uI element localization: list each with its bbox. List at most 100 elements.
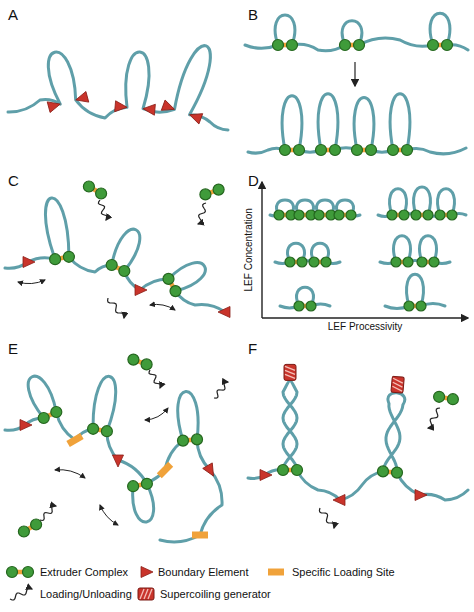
diffusion-arrow — [55, 470, 85, 478]
extruder-subunit — [273, 40, 284, 51]
loading-arrow — [98, 200, 107, 220]
boundary-element — [141, 567, 153, 578]
extruder-subunit — [402, 145, 413, 156]
boundary-arrow — [74, 91, 88, 105]
extruder-subunit — [192, 434, 203, 445]
legend-text: Supercoiling generator — [160, 588, 271, 601]
extruder-subunit — [416, 301, 426, 311]
extruder-subunit — [434, 391, 445, 402]
chromatin-fiber — [5, 198, 225, 312]
extruder-subunit — [346, 210, 356, 220]
loading-site — [268, 569, 284, 576]
chromatin-fiber — [380, 236, 450, 264]
supercoiling-generator — [138, 588, 154, 600]
boundary-element — [135, 285, 147, 296]
panel-letter: B — [248, 6, 258, 23]
loading-arrow — [40, 506, 56, 521]
boundary-arrow — [135, 285, 147, 296]
extruder-subunit — [51, 407, 62, 418]
extruder-subunit — [388, 145, 399, 156]
extruder-subunit — [366, 145, 377, 156]
extruder-subunit — [297, 257, 307, 267]
extruder-subunit — [88, 423, 99, 434]
extruder-subunit — [119, 266, 130, 277]
extruder-subunit — [378, 466, 389, 477]
chromatin-fiber — [8, 46, 228, 130]
loading-arrow — [319, 508, 334, 528]
extruder-subunit — [435, 210, 445, 220]
extruder-subunit — [447, 210, 457, 220]
panel-letter: F — [248, 340, 257, 357]
extruder-subunit — [23, 567, 34, 578]
boundary-element — [415, 490, 427, 501]
boundary-arrow — [333, 495, 345, 506]
boundary-element — [260, 470, 272, 481]
axis-label: LEF Concentration — [243, 208, 255, 291]
diffusion-arrow — [145, 408, 168, 420]
supercoiling-generator — [284, 364, 296, 380]
legend-text: Boundary Element — [158, 566, 249, 579]
extruder-subunit — [309, 257, 319, 267]
boundary-element — [218, 307, 230, 318]
boundary-element — [23, 257, 35, 268]
diffusion-arrow — [100, 505, 118, 525]
extruder-subunit — [50, 254, 61, 265]
extruder-subunit — [399, 210, 409, 220]
extruder-subunit — [292, 465, 303, 476]
extruder-subunit — [7, 567, 18, 578]
extruder-subunit — [330, 145, 341, 156]
legend-text: Loading/Unloading — [40, 588, 132, 601]
extruder-subunit — [287, 40, 298, 51]
extruder-subunit — [141, 478, 152, 489]
extruder-subunit — [294, 145, 305, 156]
boundary-element — [203, 463, 219, 479]
extruder-subunit — [213, 184, 224, 195]
generator-coil — [144, 589, 148, 599]
loading-arrow — [214, 382, 228, 398]
chromatin-fiber — [280, 287, 330, 308]
boundary-arrow — [115, 101, 128, 113]
extruder-subunit — [334, 210, 344, 220]
loading-arrow — [149, 370, 161, 388]
extruder-subunit — [285, 257, 295, 267]
extruder-subunit — [392, 467, 403, 478]
extruder-subunit — [340, 40, 351, 51]
generator-coil — [140, 589, 144, 599]
diffusion-arrow — [150, 304, 175, 310]
panel-letter: A — [8, 6, 18, 23]
extruder-subunit — [18, 526, 29, 537]
extruder-subunit — [306, 301, 316, 311]
boundary-arrow — [203, 463, 219, 479]
chromatin-fiber — [385, 274, 445, 308]
extruder-subunit — [403, 257, 413, 267]
boundary-element — [20, 420, 32, 431]
chromatin-fiber — [5, 376, 222, 542]
panel-letter: D — [248, 172, 259, 189]
legend-text: Specific Loading Site — [292, 566, 395, 579]
boundary-arrow — [142, 103, 155, 115]
boundary-element — [188, 110, 203, 124]
boundary-arrow — [47, 99, 61, 113]
boundary-arrow — [20, 420, 32, 431]
boundary-arrow — [161, 100, 176, 114]
boundary-arrow — [113, 455, 124, 467]
extruder-subunit — [101, 426, 112, 437]
loading-site — [68, 436, 82, 444]
boundary-element — [142, 103, 155, 115]
boundary-element — [161, 100, 176, 114]
generator-coil — [285, 366, 295, 370]
boundary-element — [115, 101, 128, 113]
boundary-arrow — [260, 470, 272, 481]
transition-arrow — [354, 62, 355, 86]
extruder-subunit — [429, 257, 439, 267]
generator-coil — [285, 370, 295, 374]
extruder-subunit — [428, 40, 439, 51]
extruder-subunit — [294, 301, 304, 311]
extruder-subunit — [404, 301, 414, 311]
generator-body — [284, 364, 296, 380]
extruder-subunit — [391, 257, 401, 267]
extruder-subunit — [274, 210, 284, 220]
panel-letter: E — [8, 340, 18, 357]
generator-coil — [392, 386, 402, 391]
